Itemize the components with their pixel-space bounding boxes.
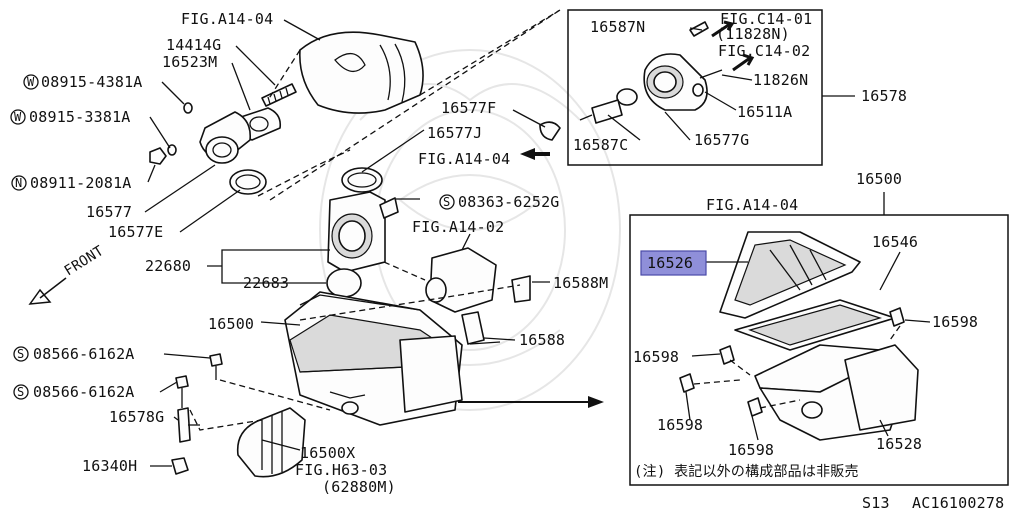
label-16588: 16588 [519, 331, 565, 349]
label-front: FRONT [62, 243, 107, 280]
box-16578-labels: 16578 16587N FIG.C14-01 (11828N) FIG.C14… [573, 10, 907, 154]
intake-duct-upper [299, 31, 424, 114]
label-16598-bottom-1: 16598 [657, 416, 703, 434]
label-16523m: 16523M [162, 53, 217, 71]
label-16598-bottom-2: 16598 [728, 441, 774, 459]
label-16340h: 16340H [82, 457, 137, 475]
section-code: S13 [862, 494, 890, 511]
label-16528: 16528 [876, 435, 922, 453]
label-16526-highlighted: 16526 [647, 254, 693, 272]
main-leader-lines [144, 19, 550, 467]
label-22683: 22683 [243, 274, 289, 292]
label-14414g: 14414G [166, 36, 221, 54]
bracket-16588 [461, 311, 501, 345]
box-16500-frame [629, 214, 1009, 486]
note-non-sale: (注) 表記以外の構成部品は非販売 [634, 463, 859, 480]
resonator-fig-a14-02 [425, 247, 497, 313]
box-16578-parts [539, 20, 755, 141]
label-16587n: 16587N [590, 18, 645, 36]
box-16500-leaders [685, 192, 931, 441]
stud-bolt-14414g [261, 83, 297, 107]
throttle-body-22680 [327, 191, 399, 273]
label-16500-box: 16500 [856, 170, 902, 188]
label-16577g: 16577G [694, 131, 749, 149]
label-fig-c14-01: FIG.C14-01 [720, 10, 812, 28]
label-fig-c14-02: FIG.C14-02 [718, 42, 810, 60]
label-fig-a14-02: FIG.A14-02 [412, 218, 504, 236]
washers-nut [149, 102, 193, 165]
label-08363-6252g: 08363-6252G [458, 193, 560, 211]
label-fig-a14-04-arrow: FIG.A14-04 [418, 150, 510, 168]
highlight-16526 [640, 250, 707, 276]
box-16500-labels: 16500 FIG.A14-04 16526 16546 16598 16598… [633, 170, 978, 480]
background-watermark [319, 49, 621, 411]
washer-prefix-1: W [27, 75, 35, 89]
adapter-16577 [199, 111, 252, 164]
diagram-code: AC16100278 [912, 494, 1004, 511]
label-16577f: 16577F [441, 99, 496, 117]
label-16500x: 16500X [300, 444, 355, 462]
label-08915-4381a: 08915-4381A [41, 73, 143, 91]
label-11826n: 11826N [753, 71, 808, 89]
label-16588m: 16588M [553, 274, 608, 292]
label-16577e: 16577E [108, 223, 163, 241]
clamp-16577e [229, 169, 267, 195]
fig-ref-arrow-a14-04 [520, 148, 550, 160]
label-11828n: (11828N) [716, 25, 790, 43]
main-labels: FIG.A14-04 14414G 16523M 08915-4381A 089… [29, 10, 608, 496]
screw-prefix-1: S [443, 195, 450, 209]
front-arrow-icon [28, 277, 67, 305]
bracket-16588m [511, 275, 531, 303]
clamp-16577j [341, 167, 383, 193]
nut-prefix: N [15, 176, 22, 190]
label-fig-a14-04-top: FIG.A14-04 [181, 10, 273, 28]
label-16511a: 16511A [737, 103, 792, 121]
screw-prefix-2: S [17, 347, 24, 361]
label-16577j: 16577J [427, 124, 482, 142]
label-16578: 16578 [861, 87, 907, 105]
box-16578-leaders [512, 27, 855, 141]
label-fig-a14-04-box: FIG.A14-04 [706, 196, 798, 214]
bracket-16578g [177, 407, 200, 443]
label-16577: 16577 [86, 203, 132, 221]
label-16500-left: 16500 [208, 315, 254, 333]
box-16578-frame [567, 9, 823, 166]
label-62880m: (62880M) [322, 478, 396, 496]
detail-pointer-arrow [458, 396, 604, 408]
main-dashed-lines [181, 9, 561, 431]
air-cleaner-assembly-16500 [284, 291, 463, 426]
grommet-16340h [171, 457, 189, 475]
label-16587c: 16587C [573, 136, 628, 154]
bolts-08566 [175, 353, 223, 402]
footer: S13 AC16100278 [862, 494, 1004, 511]
prefix-marks: W W N S S S [10, 74, 455, 400]
label-08566-6162a-1: 08566-6162A [33, 345, 135, 363]
seal-22683 [326, 268, 362, 298]
box-16500-parts [679, 231, 919, 441]
label-08915-3381a: 08915-3381A [29, 108, 131, 126]
label-16598-right: 16598 [932, 313, 978, 331]
label-16598-left: 16598 [633, 348, 679, 366]
label-22680: 22680 [145, 257, 191, 275]
label-fig-h63-03: FIG.H63-03 [295, 461, 387, 479]
label-08566-6162a-2: 08566-6162A [33, 383, 135, 401]
label-16578g: 16578G [109, 408, 164, 426]
label-08911-2081a: 08911-2081A [30, 174, 132, 192]
washer-prefix-2: W [14, 110, 22, 124]
screw-prefix-3: S [17, 385, 24, 399]
label-16546: 16546 [872, 233, 918, 251]
